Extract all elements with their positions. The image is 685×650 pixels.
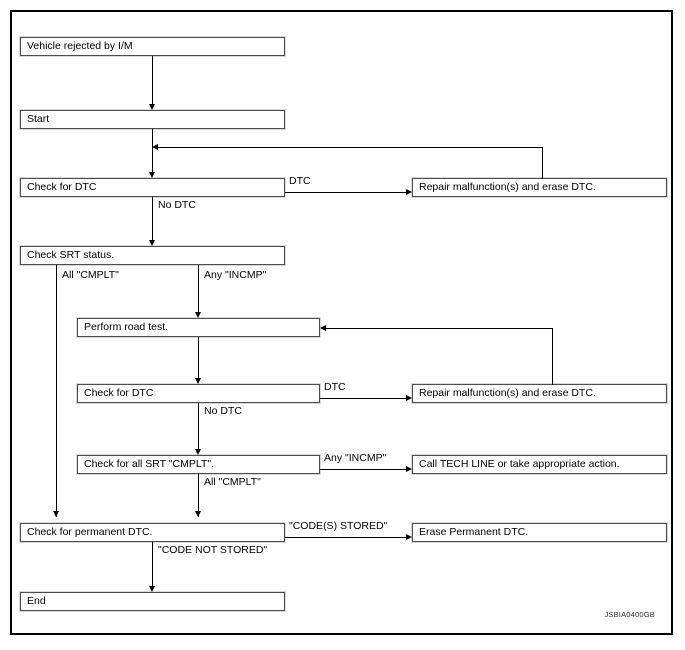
node-repair-2: Repair malfunction(s) and erase DTC. (412, 384, 667, 403)
node-repair-1: Repair malfunction(s) and erase DTC. (412, 178, 667, 197)
arrowhead-roadtest-to-checkdtc2 (194, 378, 201, 384)
connector-checkdtc1-to-srt (152, 197, 153, 240)
edge-label-codes-stored: "CODE(S) STORED" (289, 520, 388, 532)
arrowhead-vehicle-to-start (148, 104, 155, 110)
edge-label-dtc-2: DTC (324, 381, 346, 393)
connector-roadtest-to-checkdtc2 (198, 337, 199, 378)
connector-allsrt-to-permanentdtc (198, 474, 199, 517)
node-start: Start (20, 110, 285, 129)
node-vehicle-rejected: Vehicle rejected by I/M (20, 37, 285, 56)
node-check-dtc-1: Check for DTC (20, 178, 285, 197)
connector-vehicle-to-start (152, 56, 153, 104)
node-erase-permanent-dtc: Erase Permanent DTC. (412, 523, 667, 542)
connector-permanentdtc-to-end (152, 542, 153, 586)
node-check-all-srt: Check for all SRT "CMPLT". (77, 455, 320, 474)
edge-label-dtc-1: DTC (289, 175, 311, 187)
arrowhead-checkdtc1-to-repair1 (406, 188, 412, 195)
arrowhead-permanentdtc-to-erase (406, 533, 412, 540)
node-perform-road-test: Perform road test. (77, 318, 320, 337)
node-end: End (20, 592, 285, 611)
node-check-dtc-2: Check for DTC (77, 384, 320, 403)
edge-label-no-dtc-2: No DTC (204, 405, 242, 417)
connector-repair2-return-vertical (552, 328, 553, 385)
edge-label-code-not-stored: "CODE NOT STORED" (158, 544, 268, 556)
arrowhead-allsrt-to-permanentdtc (194, 511, 201, 517)
figure-code: JSBIA0400GB (604, 610, 655, 619)
connector-repair1-return-vertical (542, 147, 543, 179)
edge-label-any-incmp-1: Any "INCMP" (204, 269, 267, 281)
connector-allsrt-to-techline (320, 469, 406, 470)
arrowhead-checkdtc2-to-repair2 (406, 394, 412, 401)
connector-start-to-checkdtc1 (152, 129, 153, 172)
node-check-srt-status: Check SRT status. (20, 246, 285, 265)
arrowhead-checkdtc2-to-allsrt (194, 449, 201, 455)
connector-srt-all-cmplt-vertical (56, 265, 57, 517)
connector-checkdtc2-to-repair2 (320, 398, 406, 399)
edge-label-no-dtc-1: No DTC (158, 199, 196, 211)
connector-permanentdtc-to-erase (285, 537, 406, 538)
connector-checkdtc1-to-repair1 (285, 192, 406, 193)
arrowhead-repair1-return (152, 143, 158, 150)
arrowhead-repair2-return (320, 324, 326, 331)
figure-frame: Vehicle rejected by I/M Start Check for … (10, 10, 673, 635)
connector-checkdtc2-to-allsrt (198, 403, 199, 449)
edge-label-any-incmp-2: Any "INCMP" (324, 452, 387, 464)
arrowhead-start-to-checkdtc1 (148, 172, 155, 178)
arrowhead-permanentdtc-to-end (148, 586, 155, 592)
edge-label-all-cmplt-2: All "CMPLT" (204, 476, 261, 488)
connector-repair1-return-horizontal (157, 147, 543, 148)
arrowhead-srt-all-cmplt (52, 511, 59, 517)
arrowhead-checkdtc1-to-srt (148, 240, 155, 246)
node-call-tech-line: Call TECH LINE or take appropriate actio… (412, 455, 667, 474)
arrowhead-srt-to-roadtest (194, 312, 201, 318)
arrowhead-allsrt-to-techline (406, 465, 412, 472)
edge-label-all-cmplt-1: All "CMPLT" (62, 269, 119, 281)
connector-srt-to-roadtest (198, 265, 199, 312)
node-check-permanent-dtc: Check for permanent DTC. (20, 523, 285, 542)
connector-repair2-return-horizontal (326, 328, 553, 329)
